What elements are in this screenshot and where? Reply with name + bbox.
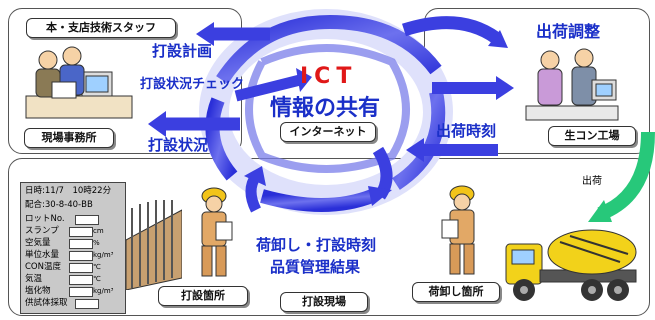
label-staff: 本・支店技術スタッフ (26, 18, 176, 38)
board-value-box (75, 215, 99, 225)
board-mix-value: 30-8-40-BB (44, 200, 93, 210)
arrow-check (234, 74, 302, 102)
arrow-to-unload-head (368, 186, 392, 206)
quality-data-board: 日時:11/7 10時22分 配合:30-8-40-BB ロットNo. スランプ… (20, 182, 126, 314)
board-row: 気温 (25, 274, 43, 284)
board-mix-label: 配合: (25, 200, 45, 210)
label-plant: 生コン工場 (548, 126, 636, 146)
ring-segment-bottom (260, 189, 375, 212)
arrow-chosei-head (488, 30, 508, 48)
board-datetime-label: 日時: (25, 186, 45, 196)
board-value-box (69, 287, 93, 297)
label-quality-result: 品質管理結果 (270, 258, 361, 276)
info-sharing-title: 情報の共有 (270, 96, 381, 121)
label-dasetsu-jokyo-check: 打設状況チェック (140, 77, 245, 92)
mixer-truck-illustration (505, 229, 637, 301)
arrow-jokyo-head (148, 111, 166, 137)
arrow-jikoku-head (406, 138, 424, 162)
rebar-illustration (126, 200, 182, 290)
board-value-box (69, 251, 93, 261)
board-unit: kg/m³ (93, 287, 114, 295)
board-row: 供試体採取 (25, 298, 68, 308)
label-dasetsu-keikaku: 打設計画 (152, 42, 213, 60)
unloading-worker-illustration (441, 185, 475, 275)
arrow-to-plant-head (496, 76, 514, 100)
label-dasetsu-jokyo: 打設状況 (148, 136, 209, 154)
label-placement-point: 打設箇所 (158, 286, 248, 306)
shukka-arrow-head (588, 200, 612, 222)
board-row: スランプ (25, 226, 59, 236)
board-value-box (69, 263, 93, 273)
board-value-box (69, 275, 93, 285)
board-datetime: 日時:11/7 10時22分 (25, 185, 111, 197)
board-unit: ℃ (93, 263, 101, 271)
arrow-from-site-head (244, 166, 266, 186)
board-row: 塩化物 (25, 286, 51, 296)
arrow-check-head (296, 68, 312, 92)
ring-segment-top (216, 14, 442, 84)
shukka-arrow (597, 131, 655, 221)
board-row: 単位水量 (25, 250, 60, 260)
board-unit: kg/m³ (93, 251, 114, 259)
label-shukka-chosei: 出荷調整 (536, 22, 601, 41)
board-value-box (69, 227, 93, 237)
ict-title: ICT (300, 64, 358, 89)
internet-label: インターネット (280, 122, 376, 142)
label-unload-time: 荷卸し・打設時刻 (256, 236, 377, 254)
arrow-keikaku-head (196, 22, 214, 46)
plant-staff-illustration (525, 48, 619, 121)
board-row: CON温度 (25, 262, 61, 272)
ring-segment-right (392, 90, 446, 190)
office-staff-illustration (25, 46, 133, 119)
board-unit: ℃ (93, 275, 101, 283)
board-datetime-value: 11/7 10時22分 (44, 186, 112, 196)
placement-worker-illustration (201, 187, 233, 277)
board-row: ロットNo. (25, 214, 65, 224)
board-unit: % (93, 239, 100, 247)
label-site-office: 現場事務所 (24, 128, 114, 148)
label-unloading-point: 荷卸し箇所 (412, 282, 500, 302)
board-mix: 配合:30-8-40-BB (25, 199, 93, 211)
label-placement-site: 打設現場 (280, 292, 368, 312)
board-value-box (69, 239, 93, 249)
ring-segment-left (205, 97, 238, 181)
inner-ring (245, 44, 410, 173)
board-unit: cm (93, 227, 104, 235)
label-shukka-jikoku: 出荷時刻 (436, 122, 497, 140)
board-value-box (75, 299, 99, 309)
arrow-chosei (402, 16, 500, 44)
board-row: 空気量 (25, 238, 51, 248)
label-shukka: 出荷 (582, 176, 602, 187)
